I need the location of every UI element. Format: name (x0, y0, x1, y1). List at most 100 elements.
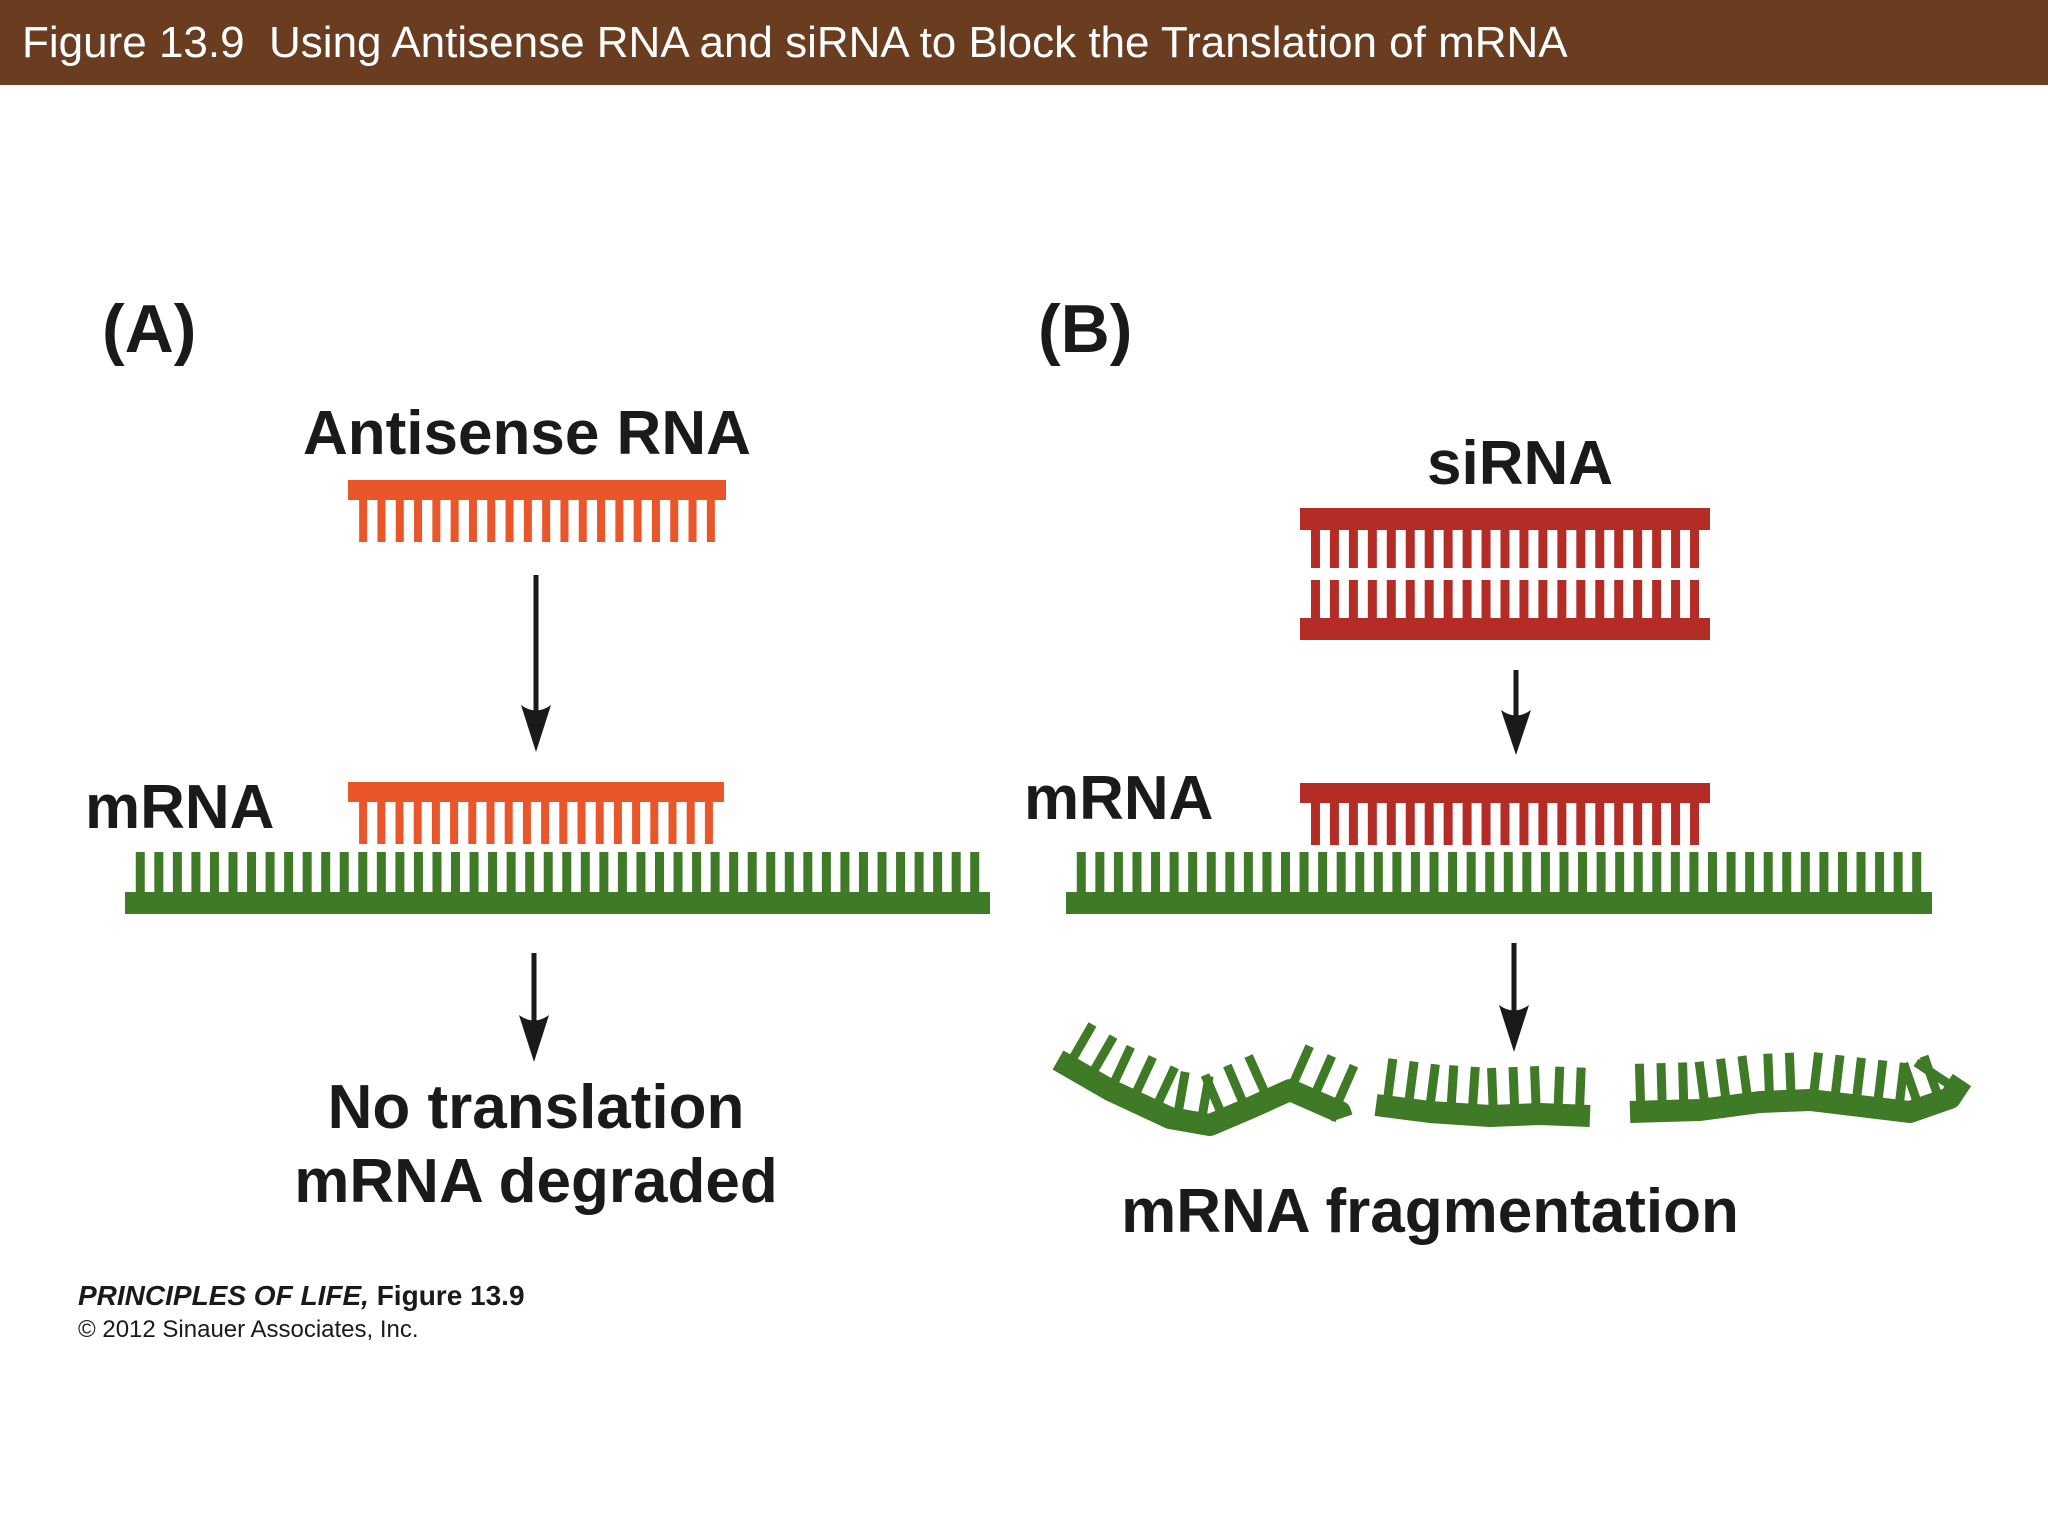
base-tooth (1575, 1067, 1586, 1108)
base-tooth (651, 500, 660, 542)
credit-figure: Figure 13.9 (376, 1280, 525, 1311)
base-tooth (543, 852, 553, 892)
base-tooth (1595, 580, 1605, 618)
base-tooth (1519, 530, 1529, 568)
base-tooth (1487, 1067, 1498, 1109)
base-tooth (1153, 1065, 1179, 1106)
base-tooth (692, 852, 702, 892)
base-tooth (358, 852, 368, 892)
base-tooth (1386, 803, 1396, 845)
base-tooth (542, 500, 551, 542)
base-tooth (1424, 803, 1434, 845)
base-tooth (1595, 803, 1605, 845)
base-tooth (1485, 852, 1495, 892)
base-tooth (1383, 1058, 1398, 1100)
base-tooth (1299, 852, 1309, 892)
base-tooth (1243, 852, 1253, 892)
base-tooth (1500, 580, 1510, 618)
base-tooth (1633, 803, 1643, 845)
base-tooth (1540, 852, 1550, 892)
base-tooth (413, 802, 422, 844)
base-tooth (1200, 1073, 1225, 1114)
mrna-strand-b (1066, 852, 1932, 914)
base-tooth (1310, 530, 1320, 568)
base-tooth (858, 852, 868, 892)
base-tooth (1689, 852, 1699, 892)
base-tooth (1318, 852, 1328, 892)
base-tooth (1429, 852, 1439, 892)
base-tooth (450, 500, 459, 542)
base-tooth (1519, 803, 1529, 845)
base-tooth (747, 852, 757, 892)
base-tooth (1652, 530, 1662, 568)
base-tooth (1782, 852, 1792, 892)
base-tooth (1614, 803, 1624, 845)
base-tooth (1708, 852, 1717, 892)
base-tooth (559, 802, 568, 844)
base-tooth (506, 852, 516, 892)
base-tooth (1329, 530, 1339, 568)
base-tooth (450, 802, 459, 844)
base-tooth (1690, 580, 1700, 618)
base-tooth (302, 852, 312, 892)
base-tooth (1652, 803, 1662, 845)
base-tooth (1694, 1061, 1709, 1102)
base-tooth (636, 852, 646, 892)
base-tooth (766, 852, 776, 892)
sirna-duplex (1300, 508, 1710, 640)
base-tooth (395, 802, 404, 844)
base-tooth (265, 852, 275, 892)
base-tooth (654, 852, 664, 892)
base-tooth (1519, 580, 1529, 618)
mrna-fragment-1 (1052, 1022, 1359, 1136)
base-tooth (578, 500, 587, 542)
base-tooth (933, 852, 943, 892)
base-tooth (580, 852, 590, 892)
base-tooth (617, 852, 627, 892)
base-tooth (228, 852, 238, 892)
base-tooth (1500, 803, 1510, 845)
base-tooth (632, 802, 641, 844)
base-tooth (1244, 1054, 1270, 1095)
base-tooth (505, 500, 514, 542)
mrna-strand-a (125, 852, 990, 914)
base-tooth (1614, 530, 1624, 568)
sirna-bound (1300, 783, 1710, 845)
base-tooth (1819, 852, 1829, 892)
result-mrna-degraded: mRNA degraded (294, 1147, 778, 1216)
base-tooth (359, 802, 368, 844)
base-tooth (914, 852, 924, 892)
base-tooth (704, 802, 713, 844)
base-tooth (1596, 852, 1606, 892)
base-tooth (686, 802, 695, 844)
base-tooth (1763, 852, 1773, 892)
base-tooth (284, 852, 294, 892)
base-tooth (1671, 803, 1681, 845)
base-tooth (191, 852, 201, 892)
base-tooth (1367, 803, 1377, 845)
base-tooth (1462, 530, 1472, 568)
base-tooth (1386, 530, 1396, 568)
base-tooth (1281, 852, 1290, 892)
base-tooth (1557, 803, 1567, 845)
base-tooth (577, 802, 586, 844)
base-tooth (1173, 1071, 1190, 1113)
base-tooth (951, 852, 961, 892)
base-tooth (321, 852, 331, 892)
base-tooth (135, 852, 145, 892)
base-tooth (1329, 803, 1339, 845)
base-tooth (1405, 803, 1415, 845)
base-tooth (1576, 530, 1586, 568)
panel-a-label: (A) (102, 291, 197, 367)
base-tooth (1367, 580, 1377, 618)
base-tooth (1500, 530, 1510, 568)
base-tooth (522, 802, 531, 844)
base-tooth (468, 802, 477, 844)
base-tooth (413, 852, 423, 892)
base-tooth (523, 500, 532, 542)
base-tooth (1899, 1061, 1922, 1103)
base-tooth (1466, 852, 1476, 892)
base-tooth (468, 500, 477, 542)
base-tooth (377, 500, 386, 542)
base-tooth (821, 852, 831, 892)
